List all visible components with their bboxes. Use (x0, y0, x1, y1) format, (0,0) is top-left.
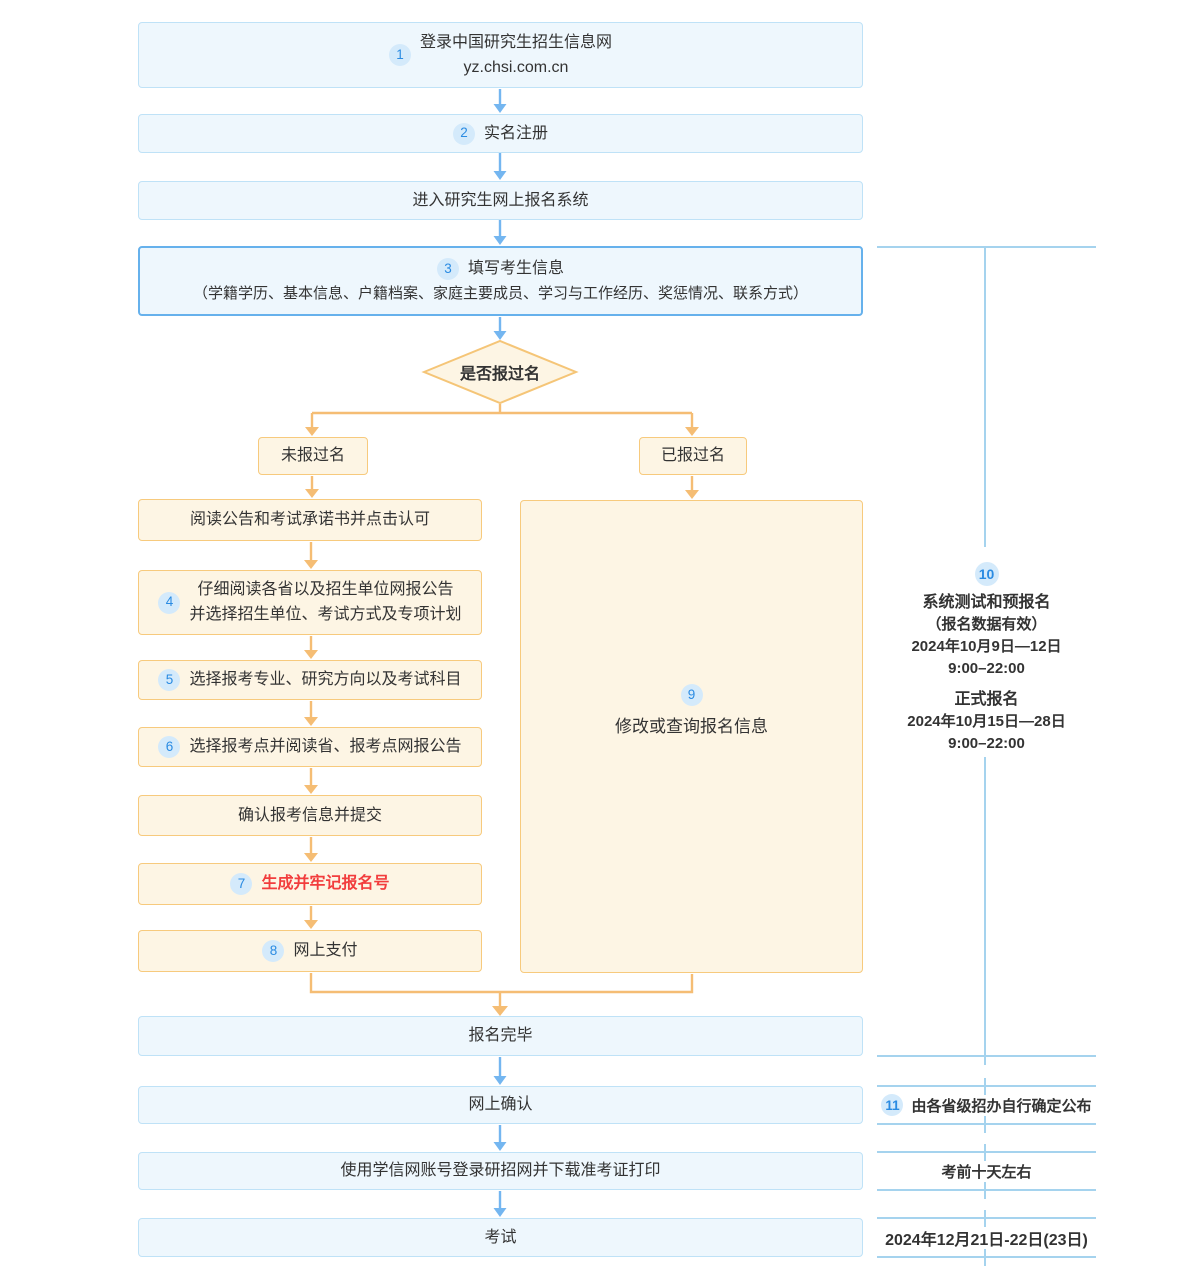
orange-arrows (304, 404, 699, 1016)
schedule-phase1-date: 2024年10月9日—12日 (911, 638, 1062, 655)
note-ten-days-before: 考前十天左右 (941, 1163, 1032, 1181)
step-enter-system-box: 进入研究生网上报名系统 (138, 181, 863, 220)
step-1-badge: 1 (388, 44, 411, 66)
step-choose-site-title: 选择报考点并阅读省、报考点网报公告 (189, 738, 462, 756)
step-enter-system-title: 进入研究生网上报名系统 (412, 191, 589, 209)
decision-label: 是否报过名 (459, 366, 540, 383)
step-fill-info-box: 3 填写考生信息 （学籍学历、基本信息、户籍档案、家庭主要成员、学习与工作经历、… (138, 246, 863, 316)
note-provincial-text: 由各省级招办自行确定公布 (911, 1097, 1092, 1115)
step-2-badge: 2 (452, 122, 475, 145)
schedule-phase2-title: 正式报名 (954, 691, 1019, 708)
step-choose-site-box: 6 选择报考点并阅读省、报考点网报公告 (138, 727, 482, 767)
step-read-announcements-box: 4 仔细阅读各省以及招生单位网报公告 并选择招生单位、考试方式及专项计划 (138, 570, 482, 635)
step-register-title: 实名注册 (483, 124, 548, 142)
merge-connector (309, 973, 694, 994)
step-register-box: 2 实名注册 (138, 114, 863, 153)
step-exam-box: 考试 (138, 1218, 863, 1257)
schedule-phase2-date: 2024年10月15日—28日 (907, 713, 1066, 730)
step-11-badge: 11 (881, 1094, 904, 1116)
step-7-badge: 7 (230, 873, 253, 895)
schedule-phase1-title: 系统测试和预报名 (922, 594, 1051, 611)
step-remember-id-title: 生成并牢记报名号 (261, 875, 390, 893)
step-4-line1: 仔细阅读各省以及招生单位网报公告 (197, 581, 454, 599)
step-4-line2: 并选择招生单位、考试方式及专项计划 (189, 606, 462, 623)
step-9-badge: 9 (680, 684, 703, 707)
step-5-badge: 5 (158, 669, 181, 691)
step-8-badge: 8 (262, 940, 285, 962)
step-fill-info-title: 填写考生信息 (467, 260, 564, 278)
note-exam-dates: 2024年12月21日-22日(23日) (885, 1231, 1088, 1249)
step-remember-id-box: 7 生成并牢记报名号 (138, 863, 482, 905)
schedule-annotation: 10 系统测试和预报名 （报名数据有效） 2024年10月9日—12日 9:00… (877, 562, 1096, 755)
step-fill-info-detail: （学籍学历、基本信息、户籍档案、家庭主要成员、学习与工作经历、奖惩情况、联系方式… (192, 284, 808, 302)
step-read-notice-box: 阅读公告和考试承诺书并点击认可 (138, 499, 482, 541)
step-online-confirm-box: 网上确认 (138, 1086, 863, 1124)
step-registration-done-box: 报名完毕 (138, 1016, 863, 1056)
schedule-phase1-time: 9:00–22:00 (948, 660, 1025, 677)
step-4-badge: 4 (158, 591, 181, 614)
step-login-url: yz.chsi.com.cn (463, 58, 569, 76)
blue-arrows (493, 89, 507, 1217)
step-10-badge: 10 (974, 562, 999, 586)
step-pay-online-box: 8 网上支付 (138, 930, 482, 972)
schedule-phase2-time: 9:00–22:00 (948, 735, 1025, 752)
step-choose-major-box: 5 选择报考专业、研究方向以及考试科目 (138, 660, 482, 700)
step-print-ticket-box: 使用学信网账号登录研招网并下载准考证打印 (138, 1152, 863, 1190)
step-modify-query-title: 修改或查询报名信息 (615, 717, 768, 737)
step-choose-major-title: 选择报考专业、研究方向以及考试科目 (189, 671, 462, 689)
step-6-badge: 6 (158, 736, 181, 758)
note-provincial-announcement: 11 由各省级招办自行确定公布 (877, 1086, 1096, 1124)
step-login-box: 1 登录中国研究生招生信息网 yz.chsi.com.cn (138, 22, 863, 88)
branch-not-registered-box: 未报过名 (258, 437, 368, 475)
schedule-phase1-note: （报名数据有效） (926, 616, 1047, 633)
sidebar-bracket (877, 246, 1096, 1266)
step-modify-query-box: 9 修改或查询报名信息 (520, 500, 863, 973)
decision-diamond (421, 339, 579, 405)
step-pay-online-title: 网上支付 (293, 942, 358, 960)
branch-registered-box: 已报过名 (639, 437, 747, 475)
step-3-badge: 3 (436, 257, 459, 280)
step-login-title: 登录中国研究生招生信息网 (419, 33, 612, 51)
step-confirm-submit-box: 确认报考信息并提交 (138, 795, 482, 836)
